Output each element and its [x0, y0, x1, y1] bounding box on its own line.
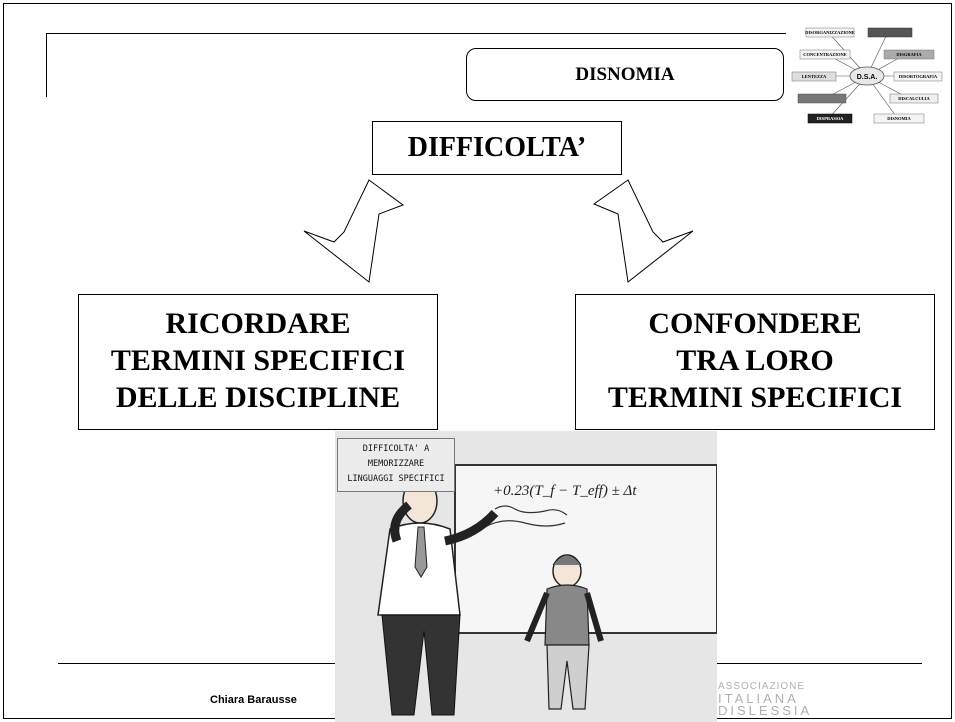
footer-rule-left	[58, 663, 336, 664]
header-rule-vertical	[46, 33, 47, 97]
logo-line: ITALIANA	[718, 691, 799, 706]
dsa-item-label: DISORGANIZZAZIONE	[805, 30, 855, 35]
dsa-item-box	[791, 71, 837, 82]
dsa-item-box	[873, 113, 925, 124]
remember-terms-box: RICORDARE TERMINI SPECIFICI DELLE DISCIP…	[78, 294, 438, 430]
dsa-item-box	[799, 49, 851, 60]
box-line: TRA LORO	[676, 344, 834, 377]
dsa-item-label: CONCENTRAZIONE	[803, 52, 847, 57]
aid-logo: ASSOCIAZIONE ITALIANA DISLESSIA	[718, 681, 812, 717]
dsa-item-box	[893, 71, 943, 82]
dsa-item-box	[797, 93, 847, 104]
dsa-diagram: D.S.A. DISORGANIZZAZIONE CONCENTRAZIONE …	[791, 27, 943, 124]
teacher-illustration: +0.23(T_f − T_eff) ± Δt	[335, 431, 717, 722]
dsa-item-label: DISGRAFIA	[896, 52, 922, 57]
box-line: RICORDARE	[165, 307, 351, 340]
slide-title: DISNOMIA	[466, 48, 784, 101]
dsa-center-ellipse	[849, 66, 885, 86]
logo-line: DISLESSIA	[718, 703, 813, 718]
difficulty-label: DIFFICOLTA’	[372, 121, 622, 175]
header-rule	[46, 33, 786, 34]
dsa-item-box	[867, 27, 913, 38]
dsa-item-label: DISORTOGRAFIA	[899, 74, 938, 79]
box-line: TERMINI SPECIFICI	[110, 344, 406, 377]
footer-rule-right	[717, 663, 922, 664]
dsa-item-box	[889, 93, 939, 104]
caption-line: LINGUAGGI SPECIFICI	[347, 474, 445, 484]
dsa-item-label: DISCALCULIA	[898, 96, 930, 101]
dsa-item-label: DISPRASSIA	[817, 116, 845, 121]
whiteboard-formula: +0.23(T_f − T_eff) ± Δt	[493, 483, 637, 499]
dsa-item-label: DISNOMIA	[887, 116, 911, 121]
dsa-item-box	[883, 49, 935, 60]
caption-line: DIFFICOLTA' A	[362, 444, 430, 454]
confuse-terms-box: CONFONDERE TRA LORO TERMINI SPECIFICI	[575, 294, 935, 430]
dsa-item-label: LENTEZZA	[802, 74, 827, 79]
dsa-item-box	[805, 27, 855, 38]
dsa-center-label: D.S.A.	[857, 74, 878, 81]
footer-author: Chiara Barausse	[210, 694, 297, 706]
illustration-caption: DIFFICOLTA' A MEMORIZZARE LINGUAGGI SPEC…	[337, 438, 455, 492]
left-down-arrow-icon	[303, 179, 405, 283]
box-line: DELLE DISCIPLINE	[115, 381, 401, 414]
dsa-item-box	[807, 113, 853, 124]
box-line: CONFONDERE	[648, 307, 862, 340]
caption-line: MEMORIZZARE	[367, 459, 425, 469]
right-down-arrow-icon	[592, 179, 694, 283]
logo-line: ASSOCIAZIONE	[718, 681, 806, 692]
box-line: TERMINI SPECIFICI	[607, 381, 903, 414]
